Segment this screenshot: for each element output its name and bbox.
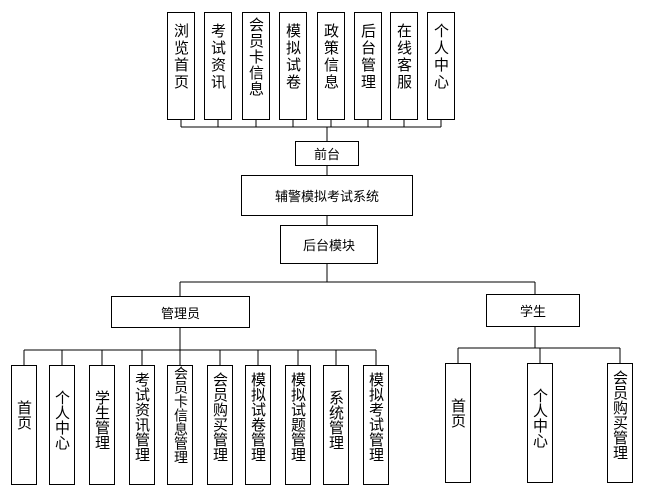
- top-module-box: 后台管理: [354, 12, 382, 120]
- admin-node: 管理员: [111, 296, 250, 328]
- top-module-box: 考试资讯: [204, 12, 232, 120]
- student-node-label: 学生: [519, 305, 546, 320]
- admin-node-label: 管理员: [160, 306, 200, 322]
- admin-module-label: 模拟考试管理: [367, 372, 385, 462]
- student-module-label: 首页: [449, 398, 467, 428]
- admin-module-label: 会员购买管理: [211, 372, 229, 462]
- top-module-label: 会员卡信息: [247, 17, 265, 97]
- front-node-label: 前台: [313, 148, 340, 163]
- admin-module-label: 考试资讯管理: [133, 372, 151, 462]
- backend-node-label: 后台模块: [302, 239, 355, 254]
- admin-module-label: 学生管理: [93, 390, 111, 450]
- student-module-box: 首页: [445, 363, 471, 483]
- admin-module-box: 模拟考试管理: [363, 365, 389, 485]
- admin-module-label: 模拟试卷管理: [249, 372, 267, 462]
- top-module-box: 在线客服: [390, 12, 418, 120]
- student-module-label: 会员购买管理: [611, 370, 629, 460]
- admin-module-box: 模拟试题管理: [285, 365, 311, 485]
- top-module-label: 在线客服: [395, 23, 413, 91]
- top-module-label: 浏览首页: [172, 23, 190, 91]
- system-node-label: 辅警模拟考试系统: [274, 190, 379, 205]
- top-module-label: 个人中心: [432, 23, 450, 91]
- top-module-box: 会员卡信息: [242, 12, 270, 120]
- system-node: 辅警模拟考试系统: [241, 175, 413, 216]
- admin-module-label: 首页: [15, 400, 33, 430]
- top-module-box: 模拟试卷: [279, 12, 307, 120]
- admin-module-box: 个人中心: [49, 365, 75, 485]
- admin-module-box: 考试资讯管理: [129, 365, 155, 485]
- admin-module-box: 学生管理: [89, 365, 115, 485]
- student-module-box: 会员购买管理: [607, 363, 633, 483]
- backend-node: 后台模块: [280, 225, 378, 264]
- top-module-label: 后台管理: [359, 23, 377, 91]
- student-module-box: 个人中心: [527, 363, 553, 483]
- top-module-box: 浏览首页: [167, 12, 195, 120]
- admin-module-box: 模拟试卷管理: [245, 365, 271, 485]
- front-node: 前台: [295, 141, 359, 166]
- admin-module-box: 会员卡信息管理: [167, 365, 193, 485]
- admin-module-label: 系统管理: [327, 390, 345, 450]
- top-module-label: 政策信息: [322, 23, 340, 91]
- student-module-label: 个人中心: [531, 388, 549, 448]
- student-node: 学生: [486, 294, 580, 327]
- admin-module-label: 个人中心: [53, 390, 71, 450]
- admin-module-box: 会员购买管理: [207, 365, 233, 485]
- admin-module-label: 模拟试题管理: [289, 372, 307, 462]
- top-module-box: 政策信息: [317, 12, 345, 120]
- top-module-label: 考试资讯: [209, 23, 227, 91]
- top-module-box: 个人中心: [427, 12, 455, 120]
- admin-module-box: 系统管理: [323, 365, 349, 485]
- admin-module-box: 首页: [11, 365, 37, 485]
- top-module-label: 模拟试卷: [284, 23, 302, 91]
- admin-module-label: 会员卡信息管理: [172, 366, 188, 464]
